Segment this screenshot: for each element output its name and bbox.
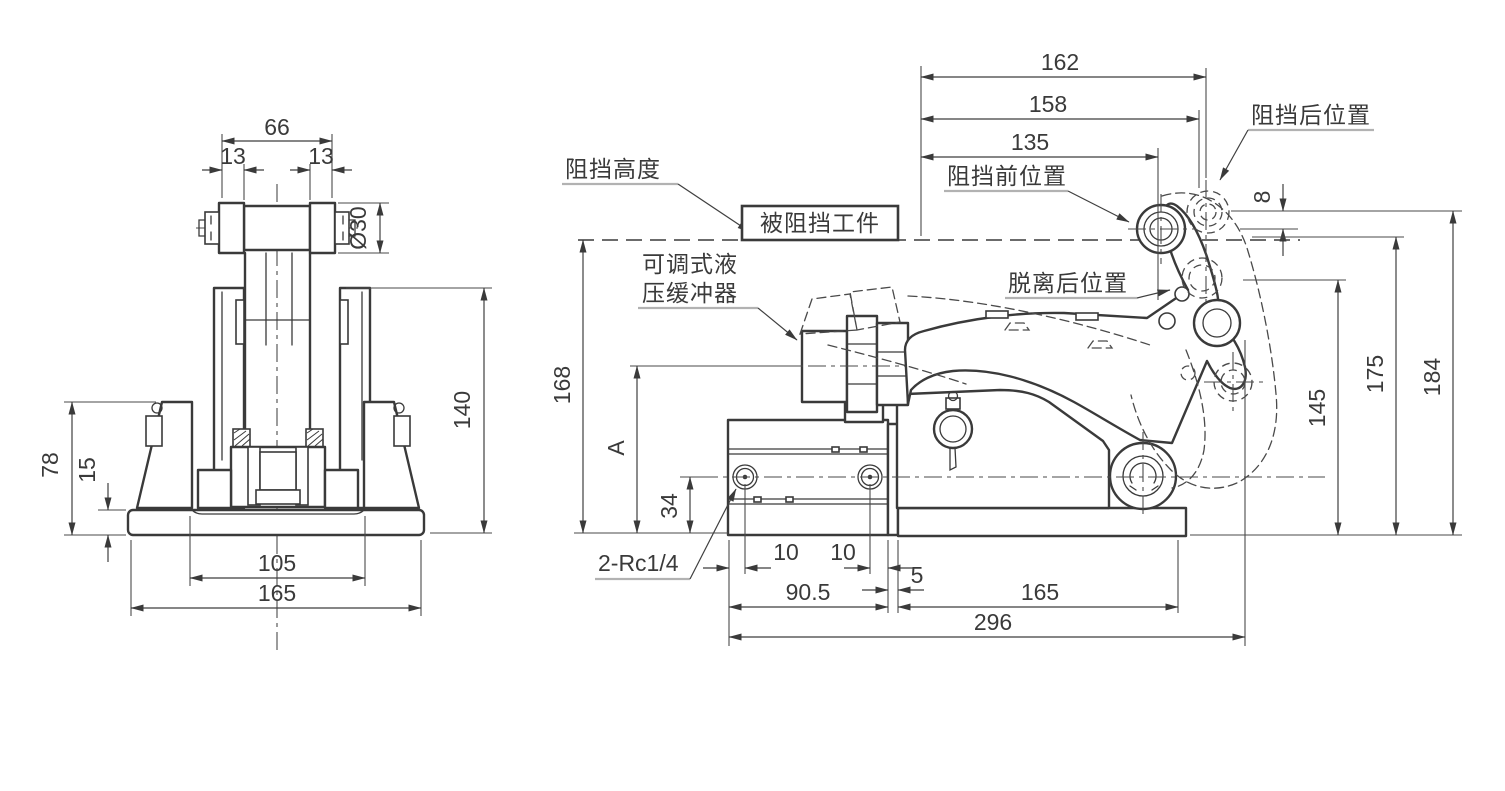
after-release-leader (1136, 289, 1171, 299)
label-position-after-release: 脱离后位置 (1008, 270, 1128, 296)
front-base-fillet (191, 509, 365, 515)
label-position-before-stop: 阻挡前位置 (947, 163, 1067, 189)
front-hook-right (393, 402, 405, 414)
arm-sensor-tab (1075, 312, 1099, 321)
side-view (578, 180, 1325, 538)
dim-side-height-workpiece: 175 (1362, 355, 1388, 393)
front-gusset-clip-right (393, 415, 411, 447)
pivot-bracket (895, 388, 1111, 510)
side-view-dimensions: 162 158 135 8 145 175 184 168 A 34 (549, 49, 1462, 646)
front-roller-right (308, 201, 337, 255)
front-foot-left (196, 468, 233, 510)
arm-top-edge-dashed (907, 295, 1151, 346)
dim-front-bracket-height: 140 (449, 391, 475, 429)
buffer-alt-position-dashed (799, 286, 901, 335)
after-stop-leader (1219, 129, 1249, 181)
dim-side-cylinder-width: 90.5 (786, 579, 831, 605)
lever-head-pin (1192, 298, 1242, 348)
release-indicator-hole (1174, 286, 1190, 302)
sensor-tab-dashed (1003, 322, 1114, 349)
cylinder-seam-tab (831, 446, 840, 453)
dim-front-base-thickness: 15 (74, 457, 100, 483)
blocked-workpiece-box: 被阻挡工件 (740, 204, 900, 242)
dim-front-roller-span: 66 (264, 114, 290, 140)
arm-swing-outline-dashed (1130, 192, 1278, 489)
front-gusset-right (362, 400, 421, 510)
dim-front-roller-width-right: 13 (308, 143, 334, 169)
dim-side-port-offset-left: 10 (773, 539, 799, 565)
port-spec-leader (689, 488, 737, 580)
label-buffer-line1: 可调式液 (642, 251, 738, 277)
dim-side-port-offset-right: 10 (830, 539, 856, 565)
label-port-spec: 2-Rc1/4 (598, 550, 679, 576)
dim-side-height-release: 145 (1304, 389, 1330, 427)
cylinder-seam-tab (859, 446, 868, 453)
dim-side-reach-after-stop: 162 (1041, 49, 1079, 75)
front-axle-clip-left (204, 211, 220, 245)
arm-swing-inner-dashed (1171, 349, 1206, 489)
buffer-leader (757, 307, 798, 341)
front-hook-left (151, 402, 163, 414)
dim-front-roller-diameter: Ø30 (345, 206, 371, 249)
front-plate-tab-left (235, 299, 245, 345)
dim-side-height-after-stop: 184 (1419, 358, 1445, 397)
front-clip-detail-left (198, 215, 212, 241)
front-view (126, 184, 426, 650)
arm-hole (1158, 312, 1176, 330)
ring-pin (932, 390, 974, 472)
dim-side-adjustable-height: A (603, 440, 629, 456)
arm-bottom-edge-dashed (827, 344, 967, 385)
arm-sensor-tab (985, 310, 1009, 319)
front-lower-center (259, 451, 297, 491)
stop-height-leader (677, 183, 751, 233)
dim-front-roller-width-left: 13 (220, 143, 246, 169)
label-blocked-workpiece: 被阻挡工件 (760, 210, 880, 236)
label-position-after-stop: 阻挡后位置 (1251, 102, 1371, 128)
front-view-dimensions: 66 13 13 Ø30 140 78 15 105 165 (37, 114, 492, 616)
front-foot-right (323, 468, 360, 510)
dim-front-body-height: 78 (37, 452, 63, 478)
dim-side-roller-rise: 8 (1249, 191, 1275, 204)
front-axle-clip-right (334, 211, 350, 245)
front-gusset-clip-left (145, 415, 163, 447)
front-spring-pin-right (305, 428, 324, 448)
front-base-plate (126, 508, 426, 537)
front-plate-tab-right (339, 299, 349, 345)
front-axle-bar (242, 204, 312, 252)
dim-side-base-length: 165 (1021, 579, 1059, 605)
front-gusset-left (135, 400, 194, 510)
dim-side-port-center-height: 34 (656, 493, 682, 519)
cylinder-seam-tab (785, 496, 794, 503)
after-stop-roller-dashed (1186, 190, 1230, 234)
dim-side-reach-before-stop: 135 (1011, 129, 1049, 155)
dim-side-stop-height: 168 (549, 366, 575, 404)
dim-side-reach-at-stop: 158 (1029, 91, 1067, 117)
dim-front-base-width: 165 (258, 580, 296, 606)
before-stop-leader (1067, 190, 1130, 223)
label-stop-height: 阻挡高度 (565, 156, 661, 182)
front-clip-detail-right (342, 215, 356, 241)
front-roller-left (217, 201, 246, 255)
dim-front-mount-span: 105 (258, 550, 296, 576)
callout-labels: 阻挡高度 被阻挡工件 可调式液 压缓冲器 阻挡前位置 阻挡后位置 脱离后位置 (562, 102, 1374, 341)
cylinder-seam-tab (753, 496, 762, 503)
after-stop-pin-dashed (1181, 257, 1223, 299)
front-lower-foot (255, 489, 301, 505)
label-buffer-line2: 压缓冲器 (642, 280, 738, 306)
dim-side-overall-length: 296 (974, 609, 1012, 635)
front-spring-pin-left (232, 428, 251, 448)
dim-side-cap-width: 5 (911, 562, 924, 588)
